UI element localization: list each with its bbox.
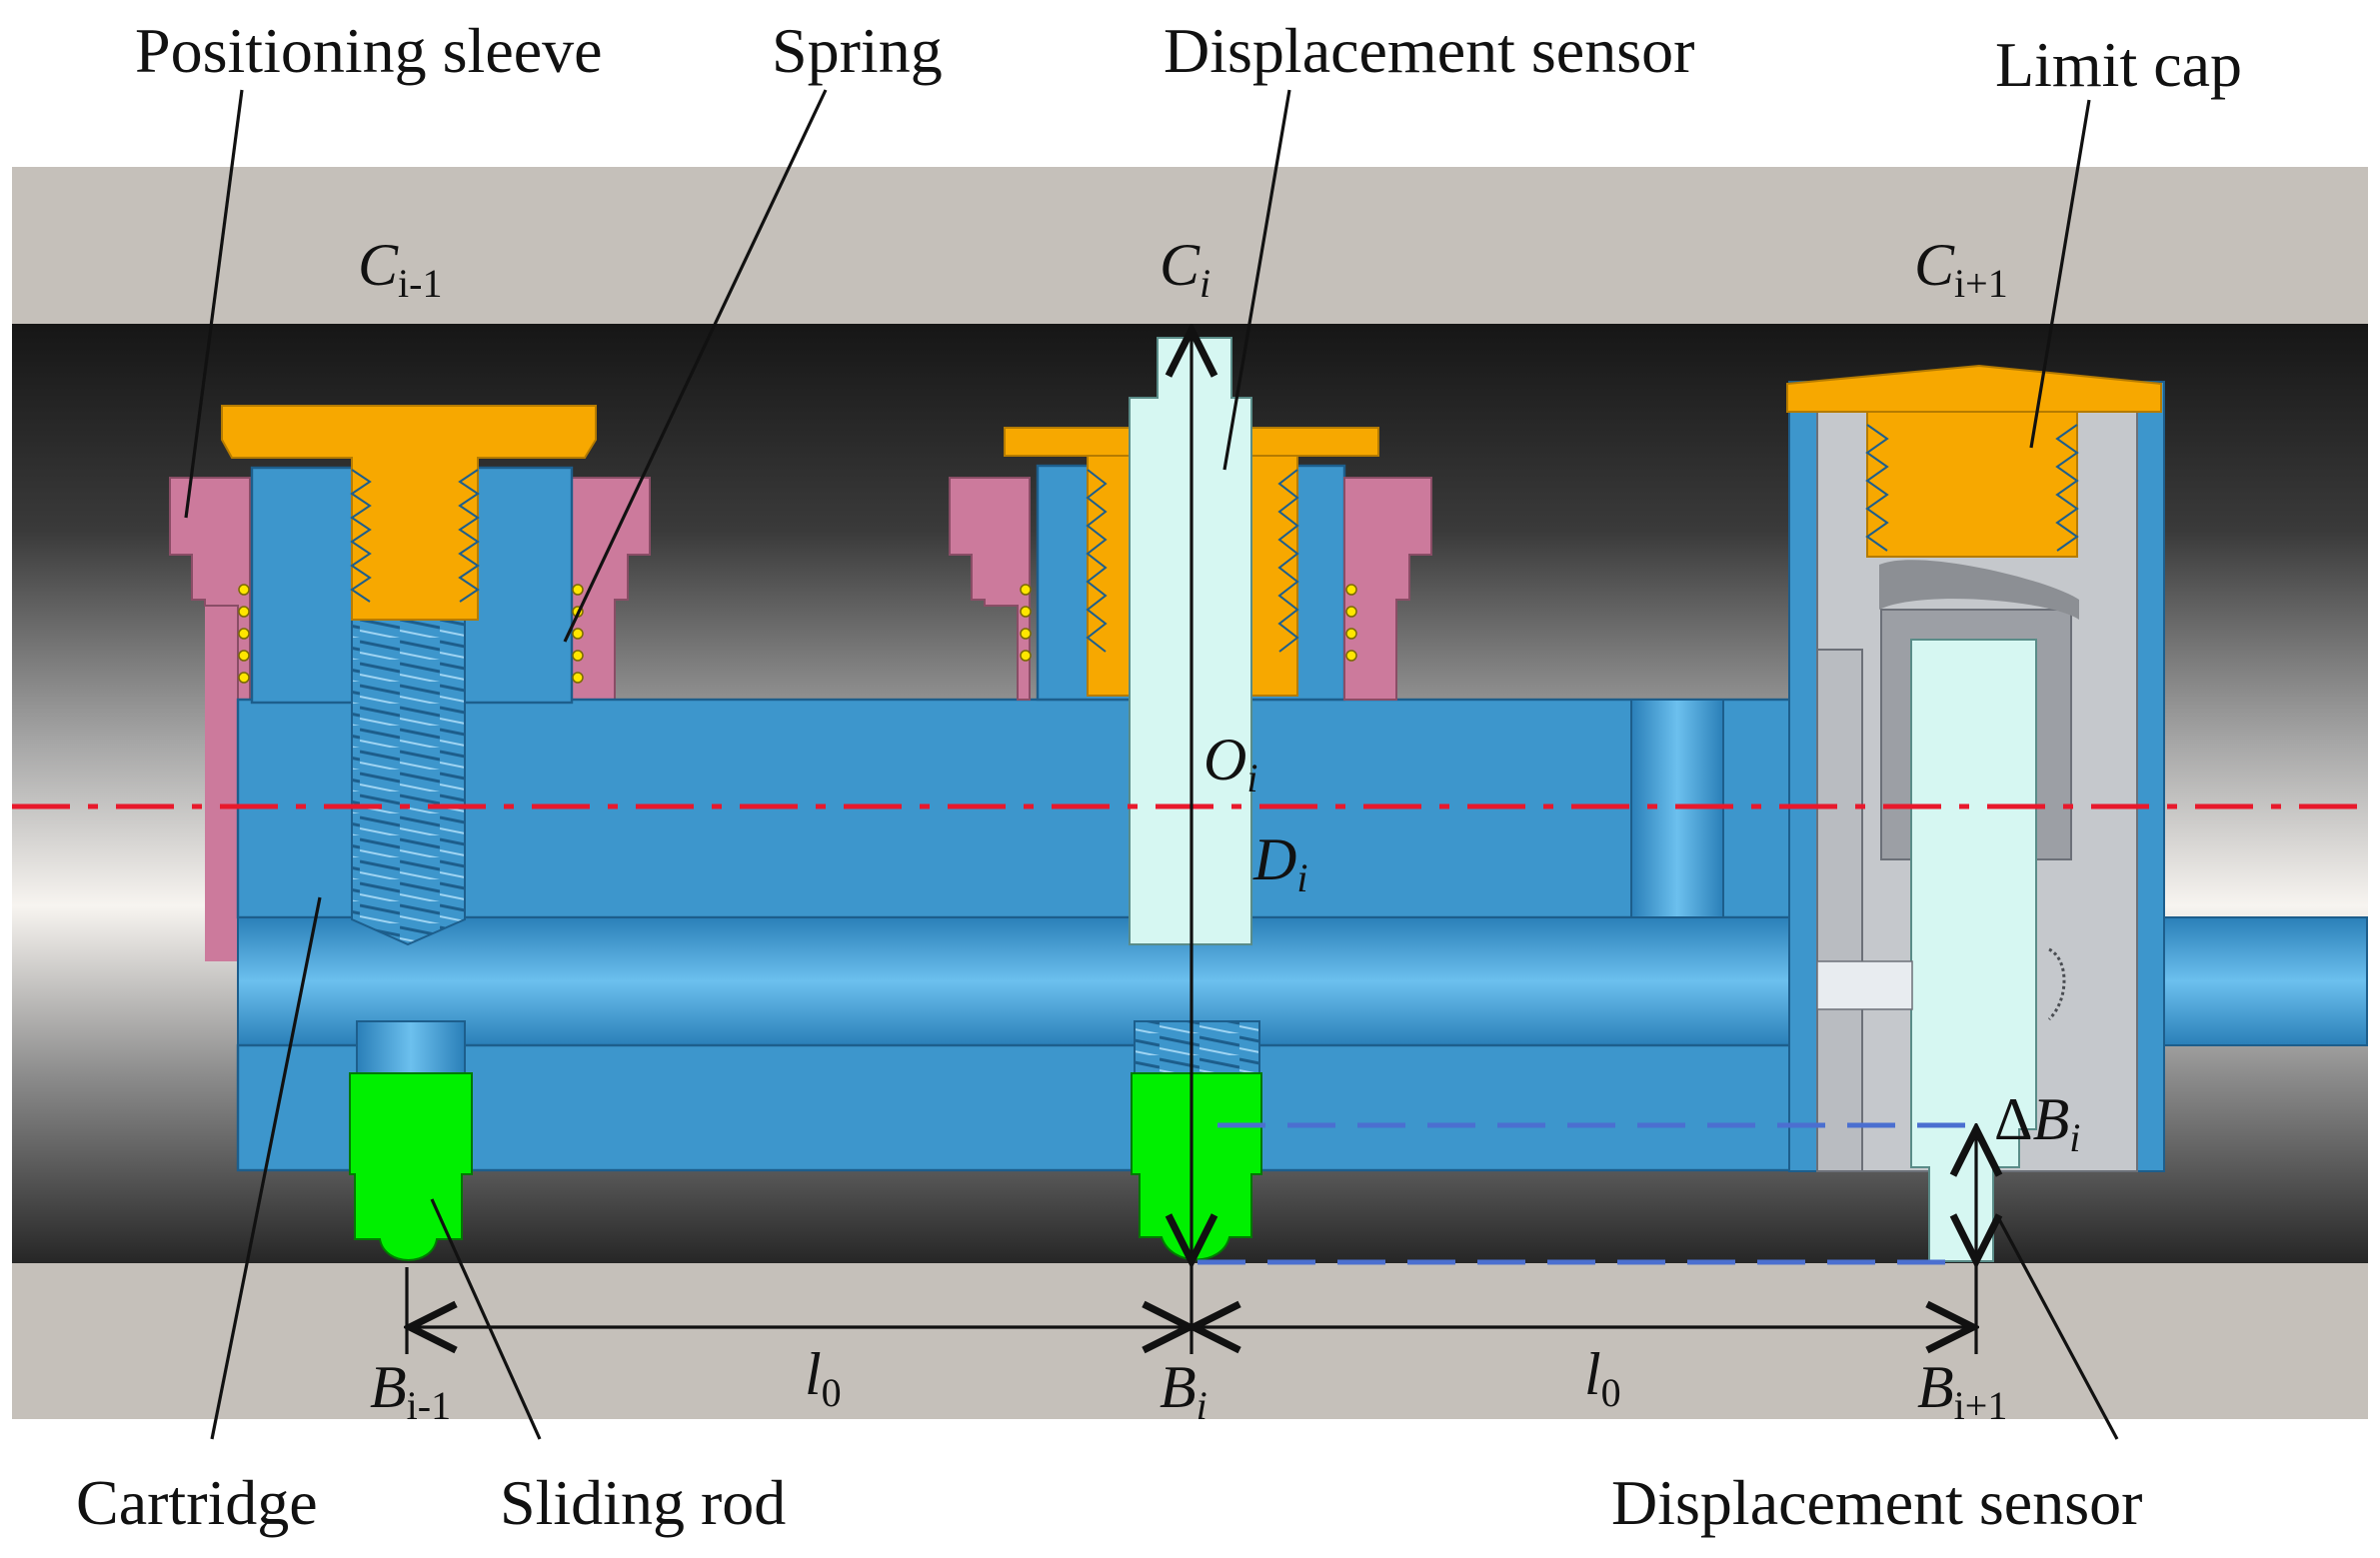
label-spring: Spring	[772, 15, 943, 86]
symbol-spacing-left: l0	[805, 1341, 842, 1415]
limit-cap-right	[1786, 364, 2162, 558]
label-sliding-rod: Sliding rod	[500, 1467, 786, 1538]
symbol-b-cur: Bi	[1160, 1354, 1207, 1428]
label-cartridge: Cartridge	[76, 1467, 318, 1538]
positioning-sleeve-middle	[949, 477, 1432, 701]
leader-lines	[184, 89, 2119, 1440]
label-positioning-sleeve: Positioning sleeve	[135, 15, 603, 86]
label-limit-cap: Limit cap	[1995, 29, 2242, 100]
label-displacement-sensor-top: Displacement sensor	[1164, 15, 1694, 86]
limit-cap-left	[221, 405, 597, 621]
sliding-rod-left	[349, 1020, 473, 1261]
thread-screw-left	[351, 619, 466, 946]
symbol-d-cur: Di	[1252, 826, 1307, 900]
symbol-c-prev: Ci-1	[358, 232, 442, 306]
symbol-c-next: Ci+1	[1914, 232, 2008, 306]
symbol-spacing-right: l0	[1584, 1341, 1621, 1415]
callout-labels: Positioning sleeve Spring Displacement s…	[76, 15, 2242, 1538]
symbol-b-prev: Bi-1	[370, 1354, 451, 1428]
symbol-b-next: Bi+1	[1917, 1354, 2007, 1428]
math-symbols: Ci-1 Ci Ci+1 Oi Di ΔBi Bi-1 Bi Bi+1 l0 l…	[358, 232, 2080, 1428]
symbol-c-cur: Ci	[1160, 232, 1210, 306]
label-displacement-sensor-bottom: Displacement sensor	[1611, 1467, 2142, 1538]
casing-wall-top	[12, 167, 2368, 324]
spring-left-pair	[238, 584, 584, 684]
sliding-rod-middle	[1131, 1020, 1262, 1261]
displacement-sensor-right	[1910, 639, 2037, 1262]
right-tube-end	[1816, 947, 2066, 1021]
symbol-o-cur: Oi	[1203, 727, 1257, 800]
symbol-delta-b: ΔBi	[1994, 1086, 2080, 1160]
dimension-lines	[407, 330, 1976, 1354]
